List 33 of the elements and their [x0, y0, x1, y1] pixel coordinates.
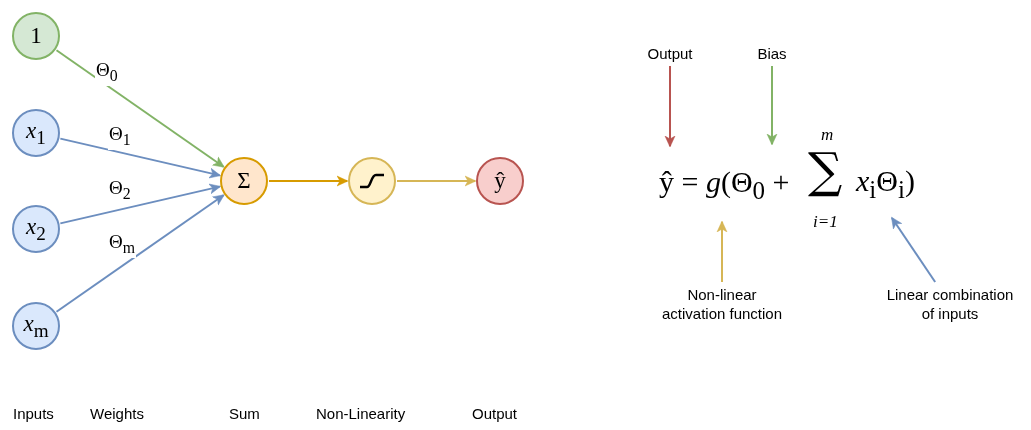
arrow [55, 49, 225, 168]
activation-node [348, 157, 396, 205]
arrow [55, 194, 225, 313]
input-node: x$_{1}$ [12, 109, 60, 157]
formula-text: x$_{i}$Θ$_{i}$) [856, 164, 915, 204]
leader-arrow [891, 216, 937, 283]
input-node: x$_{m}$ [12, 302, 60, 350]
formula-text: m [821, 125, 834, 145]
arrow [59, 137, 221, 179]
input-node: x$_{2}$ [12, 205, 60, 253]
arrow [268, 175, 349, 187]
arrow [396, 175, 477, 187]
leader-arrow [716, 220, 728, 283]
axis-caption: Sum [229, 405, 260, 422]
edge-label: Θ$_{m}$ [108, 232, 137, 258]
axis-caption: Weights [90, 405, 144, 422]
formula-text: ŷ = g(Θ$_{0}$ + [659, 167, 790, 206]
edge-label: Θ$_{1}$ [108, 124, 132, 150]
formula-text: i=1 [813, 212, 838, 232]
axis-caption: Output [472, 405, 518, 422]
annotation-text: Output [630, 44, 710, 63]
sum-node: Σ [220, 157, 268, 205]
input-node: 1 [12, 12, 60, 60]
axis-caption: Non-Linearity [316, 405, 406, 422]
leader-arrow [664, 65, 676, 148]
leader-arrow [766, 65, 778, 146]
arrow [59, 183, 221, 225]
edge-label: Θ$_{0}$ [95, 60, 119, 86]
annotation-text: Non-linear activation function [657, 285, 787, 323]
annotation-text: Linear combination of inputs [885, 285, 1015, 323]
annotation-text: Bias [742, 44, 802, 63]
output-node: ŷ [476, 157, 524, 205]
axis-caption: Inputs [13, 405, 54, 422]
